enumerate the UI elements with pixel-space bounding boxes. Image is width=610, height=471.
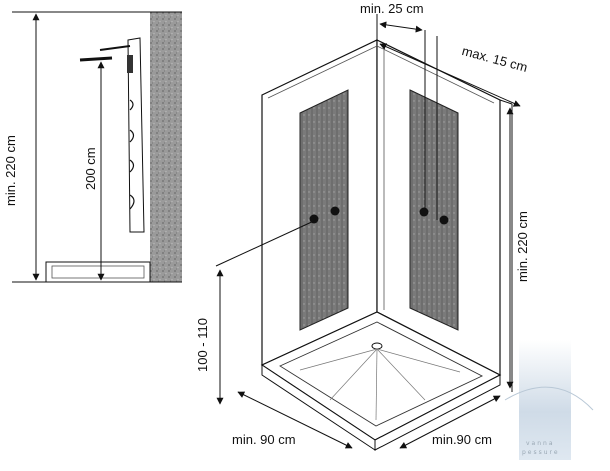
label-width-left: min. 90 cm bbox=[232, 432, 296, 447]
label-top-gap: min. 25 cm bbox=[360, 1, 424, 16]
watermark-line2: pessure bbox=[522, 449, 560, 456]
left-control-knob-2 bbox=[330, 206, 340, 216]
label-right-height: min. 220 cm bbox=[515, 211, 530, 282]
shower-head-icon bbox=[79, 56, 113, 62]
shower-column-side bbox=[127, 37, 145, 233]
dim-width-left bbox=[237, 391, 353, 449]
dim-width-right bbox=[399, 395, 501, 449]
wall-section bbox=[150, 12, 182, 282]
right-control-knob-2 bbox=[439, 215, 449, 225]
label-side-shower-height: 200 cm bbox=[83, 147, 98, 190]
dim-top-max bbox=[379, 43, 521, 107]
right-control-knob bbox=[419, 207, 429, 217]
watermark-bar bbox=[519, 340, 571, 460]
dim-top-gap bbox=[379, 21, 423, 33]
right-panel bbox=[409, 89, 459, 331]
shower-arm bbox=[99, 45, 131, 51]
left-control-knob bbox=[309, 214, 319, 224]
watermark-line1: vanna bbox=[526, 440, 555, 447]
left-panel bbox=[299, 89, 349, 331]
cabin-view bbox=[215, 14, 521, 451]
shower-tray-side bbox=[45, 261, 151, 283]
side-view bbox=[12, 11, 182, 283]
label-width-right: min.90 cm bbox=[432, 432, 492, 447]
label-control-height: 100 - 110 bbox=[195, 318, 210, 372]
label-side-total-height: min. 220 cm bbox=[3, 135, 18, 206]
